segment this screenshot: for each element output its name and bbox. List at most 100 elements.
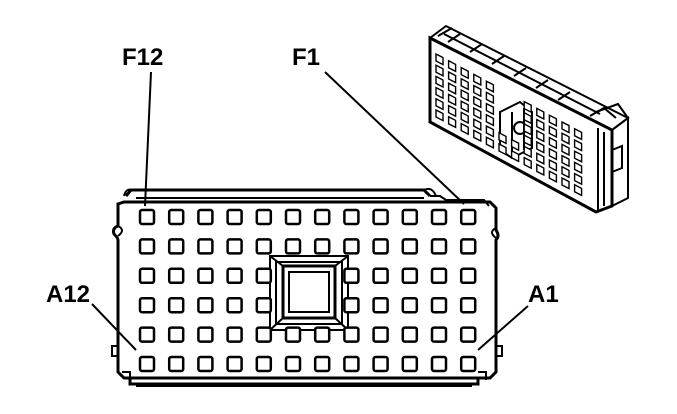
iso-cavity: [510, 149, 520, 163]
cavity: [401, 238, 419, 255]
iso-cavity: [435, 64, 444, 77]
iso-cavity: [435, 75, 444, 89]
cavity: [138, 208, 156, 226]
cavity: [343, 355, 360, 373]
iso-cavity: [460, 122, 469, 136]
iso-cavity: [523, 156, 532, 170]
cavity: [255, 267, 273, 285]
iso-cavity: [460, 111, 469, 125]
center-latch: [269, 255, 349, 331]
cavity: [167, 355, 185, 373]
iso-cavity: [561, 120, 570, 134]
cavity: [430, 267, 448, 285]
iso-cavity: [561, 165, 570, 179]
iso-cavity: [460, 66, 469, 80]
iso-cavity: [523, 134, 532, 147]
iso-cavity: [523, 100, 532, 114]
iso-cavity: [485, 80, 495, 93]
connector-isometric-view: [428, 24, 630, 214]
cavity: [430, 326, 448, 343]
cavity: [226, 238, 243, 255]
cavity: [343, 296, 360, 314]
cavity: [138, 296, 156, 314]
iso-cavity: [485, 124, 495, 138]
iso-cavity: [536, 140, 545, 154]
iso-cavity: [523, 111, 532, 125]
iso-cavity: [485, 91, 495, 105]
cavity: [197, 267, 214, 285]
cavity: [459, 208, 477, 226]
cavity: [284, 326, 302, 343]
cavity: [197, 326, 214, 343]
iso-cavity: [548, 125, 558, 139]
cavity: [255, 326, 273, 343]
iso-cavity: [498, 131, 507, 145]
cavity: [255, 296, 273, 314]
iso-cavity: [523, 122, 532, 136]
iso-cavity: [561, 154, 570, 168]
cavity-grid: [138, 208, 477, 373]
iso-cavity: [536, 129, 545, 143]
cavity: [401, 267, 419, 285]
cavity: [197, 296, 214, 314]
cavity: [459, 355, 477, 373]
iso-cavity: [573, 172, 583, 186]
cavity: [284, 355, 302, 373]
cavity: [401, 296, 419, 314]
label-a12: A12: [46, 281, 90, 308]
iso-cavity: [435, 86, 444, 100]
iso-cavity: [485, 102, 495, 116]
cavity: [255, 355, 273, 373]
cavity: [167, 267, 185, 285]
cavity: [401, 208, 419, 226]
connector-face: [111, 187, 503, 387]
iso-cavity: [548, 158, 558, 172]
cavity: [138, 267, 156, 285]
cavity: [401, 326, 419, 343]
label-f12: F12: [122, 44, 163, 71]
iso-cavity: [573, 138, 583, 152]
cavity: [343, 208, 360, 226]
leader-lines: [91, 71, 529, 351]
iso-cavity: [435, 108, 444, 122]
iso-cavity: [548, 147, 558, 161]
iso-cavity: [447, 104, 457, 118]
iso-cavity: [485, 113, 495, 127]
cavity: [138, 355, 156, 373]
cavity: [255, 208, 273, 226]
iso-cavity: [435, 52, 444, 66]
cavity: [313, 355, 331, 373]
cavity: [167, 238, 185, 255]
iso-cavity: [447, 82, 457, 95]
cavity: [372, 238, 389, 255]
iso-cavity: [548, 170, 558, 183]
iso-cavity: [473, 118, 482, 131]
iso-cavity: [473, 73, 482, 87]
iso-cavity: [573, 127, 583, 141]
iso-cavity: [460, 88, 469, 102]
cavity: [401, 355, 419, 373]
iso-cavity: [536, 152, 545, 165]
cavity: [167, 208, 185, 226]
cavity: [197, 238, 214, 255]
cavity: [226, 267, 243, 285]
iso-cavity: [536, 163, 545, 177]
cavity: [459, 326, 477, 343]
iso-cavity: [536, 107, 545, 121]
cavity: [459, 238, 477, 255]
iso-cavity: [573, 183, 583, 197]
iso-cavity: [548, 136, 558, 150]
cavity: [343, 326, 360, 343]
cavity: [430, 238, 448, 255]
leader-a12: [91, 303, 137, 351]
iso-cavity: [460, 77, 469, 91]
iso-cavity: [561, 132, 570, 145]
cavity: [430, 296, 448, 314]
iso-cavity: [498, 142, 507, 156]
cavity: [226, 208, 243, 226]
cavity: [313, 238, 331, 255]
cavity: [138, 238, 156, 255]
cavity: [372, 208, 389, 226]
cavity: [167, 296, 185, 314]
